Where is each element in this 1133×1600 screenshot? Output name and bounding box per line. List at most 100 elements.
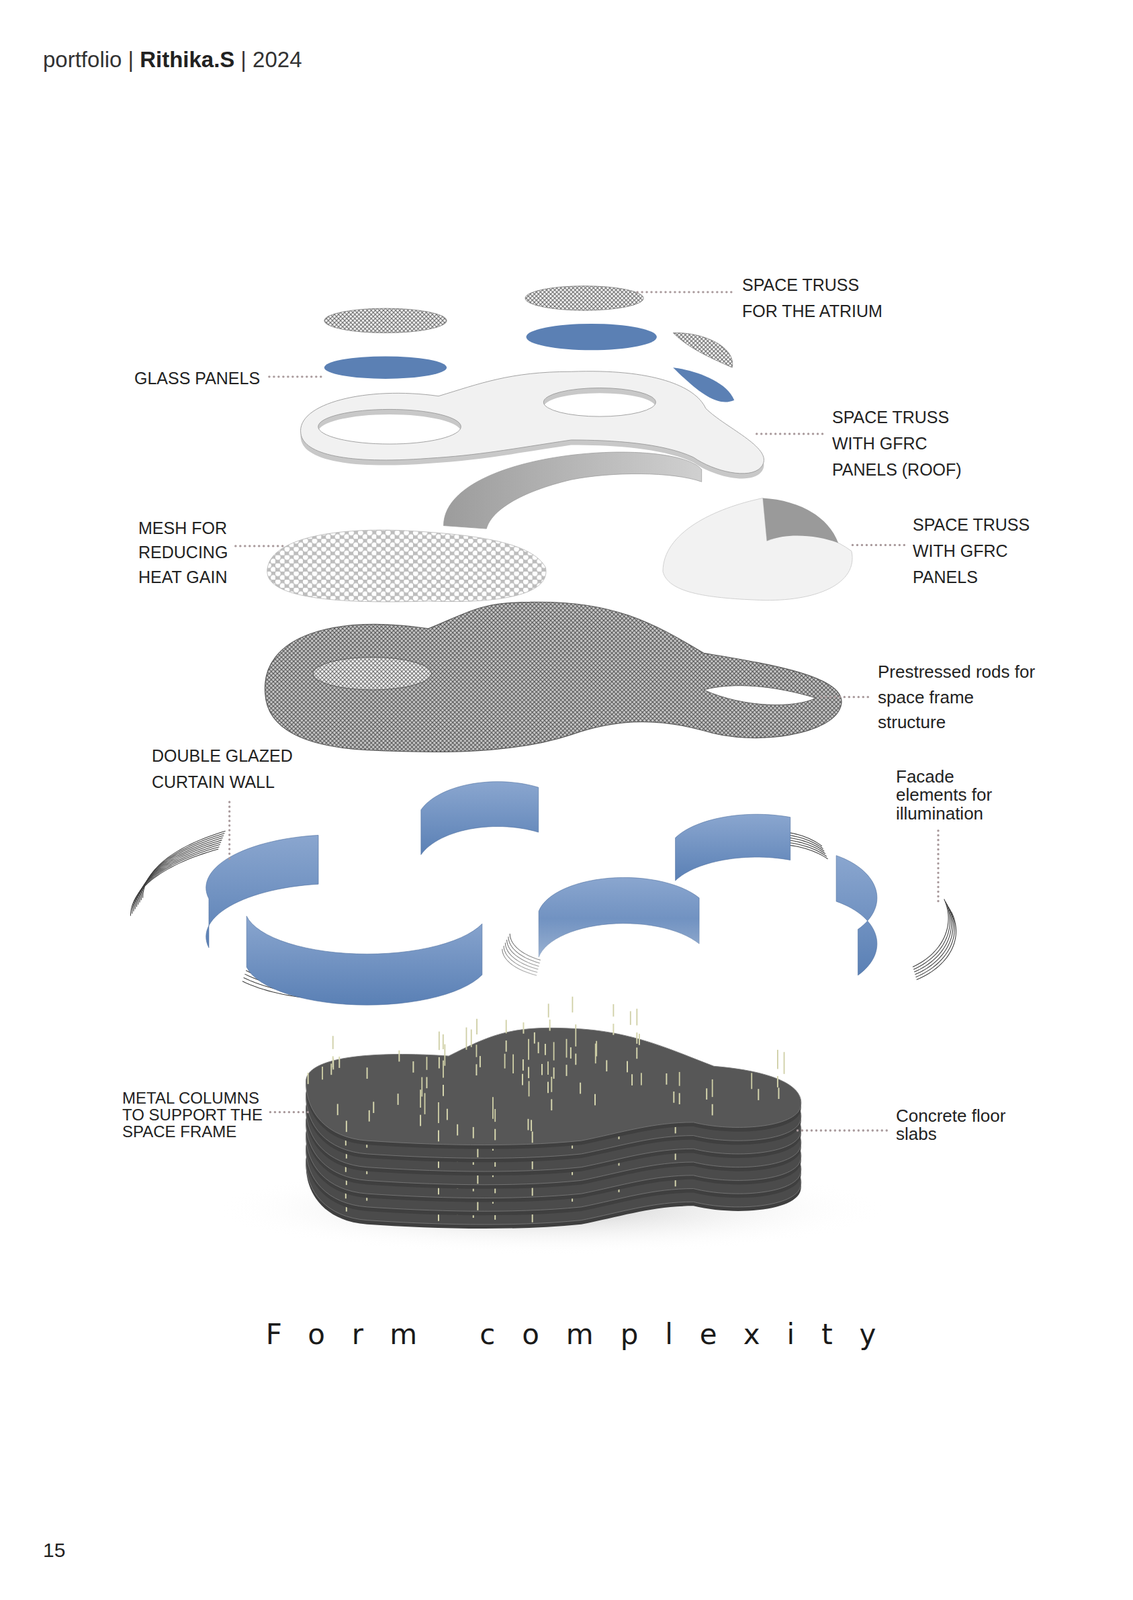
metal-column [456, 1124, 459, 1136]
atrium-truss [672, 332, 733, 368]
metal-column [476, 1044, 478, 1057]
leader-dots [637, 290, 735, 293]
metal-column [419, 1089, 422, 1108]
metal-column [397, 1093, 399, 1105]
callout-label: SPACE TRUSS WITH GFRC PANELS (ROOF) [832, 404, 974, 483]
metal-column [338, 1056, 340, 1068]
space-frame [264, 601, 842, 752]
leader-dots [852, 544, 906, 547]
metal-column [579, 1082, 581, 1095]
metal-column [750, 1072, 753, 1089]
metal-column [425, 1076, 428, 1089]
leader-dots [756, 432, 827, 435]
metal-column [443, 1044, 446, 1066]
facade-line [914, 906, 954, 975]
metal-column [366, 1067, 369, 1079]
leader-dots [228, 801, 231, 863]
metal-column [777, 1049, 779, 1070]
gfrc-band [662, 498, 853, 601]
facade-line [130, 848, 219, 917]
metal-column [307, 1072, 309, 1084]
concrete-slab [306, 1027, 802, 1145]
callout-label: MESH FOR REDUCING HEAT GAIN [138, 515, 240, 589]
metal-column [553, 1041, 555, 1060]
metal-column [533, 1032, 536, 1044]
metal-column [494, 1108, 496, 1122]
metal-column [505, 1040, 508, 1052]
metal-column [537, 1041, 540, 1054]
metal-column [631, 1073, 633, 1086]
metal-column [530, 1119, 532, 1131]
metal-column [479, 1055, 481, 1068]
shading-mesh [267, 529, 547, 602]
metal-column [528, 1080, 530, 1097]
metal-column [527, 1118, 530, 1131]
facade-line [912, 899, 949, 968]
metal-column [636, 1008, 638, 1026]
metal-column [572, 996, 574, 1013]
metal-column [442, 1060, 444, 1078]
metal-column [548, 1003, 550, 1017]
metal-column [442, 1084, 444, 1097]
leader-dots [269, 1110, 311, 1113]
facade-line [133, 844, 221, 912]
metal-column [574, 1024, 577, 1047]
facade-line [916, 912, 957, 980]
metal-column [345, 1120, 348, 1132]
facade-line [132, 846, 220, 915]
metal-column [549, 1019, 551, 1031]
metal-column [412, 1061, 414, 1073]
leader-dots [820, 695, 872, 698]
glass-panel [526, 323, 657, 350]
callout-label: METAL COLUMNS TO SUPPORT THE SPACE FRAME [122, 1089, 274, 1141]
metal-column [438, 1031, 440, 1051]
metal-column [570, 1047, 572, 1059]
metal-column [705, 1088, 708, 1100]
callout-label: Facade elements for illumination [895, 767, 1024, 823]
metal-column [522, 1059, 524, 1071]
callout-label: DOUBLE GLAZED CURTAIN WALL [151, 742, 300, 796]
metal-column [372, 1101, 375, 1113]
callout-label: Concrete floor slabs [895, 1106, 1037, 1144]
metal-column [595, 1043, 597, 1064]
roof-ring [300, 371, 765, 474]
metal-column [574, 1053, 577, 1066]
metal-column [566, 1064, 568, 1076]
metal-column [438, 1057, 440, 1069]
metal-column [470, 1029, 473, 1048]
metal-column [332, 1055, 334, 1068]
metal-column [547, 1061, 549, 1075]
metal-column [547, 1081, 549, 1094]
metal-column [531, 1131, 534, 1144]
metal-column [475, 1063, 477, 1076]
metal-column [476, 1018, 478, 1035]
glass-panel [324, 355, 447, 379]
metal-column [672, 1091, 675, 1103]
leader-dots [936, 830, 939, 904]
author-name: Rithika.S [139, 47, 235, 73]
atrium-truss [324, 308, 447, 333]
curtain-wall [421, 781, 539, 855]
metal-column [678, 1092, 681, 1105]
leader-dots [269, 375, 323, 378]
metal-column [711, 1104, 714, 1116]
metal-column [521, 1073, 524, 1086]
metal-column [678, 1071, 681, 1086]
curtain-wall [836, 855, 878, 976]
metal-column [626, 1061, 628, 1073]
metal-column [566, 1038, 568, 1058]
metal-column [636, 1032, 638, 1044]
metal-column [757, 1088, 759, 1101]
metal-column [421, 1077, 423, 1097]
metal-column [442, 1034, 444, 1050]
metal-column [777, 1087, 780, 1099]
metal-column [437, 1130, 440, 1142]
metal-column [612, 1004, 614, 1017]
metal-column [527, 1038, 530, 1060]
metal-column [424, 1092, 426, 1114]
callout-label: Prestressed rods for space frame structu… [877, 659, 1046, 736]
metal-column [426, 1056, 428, 1070]
facade-line [916, 909, 956, 978]
metal-column [629, 1010, 632, 1025]
